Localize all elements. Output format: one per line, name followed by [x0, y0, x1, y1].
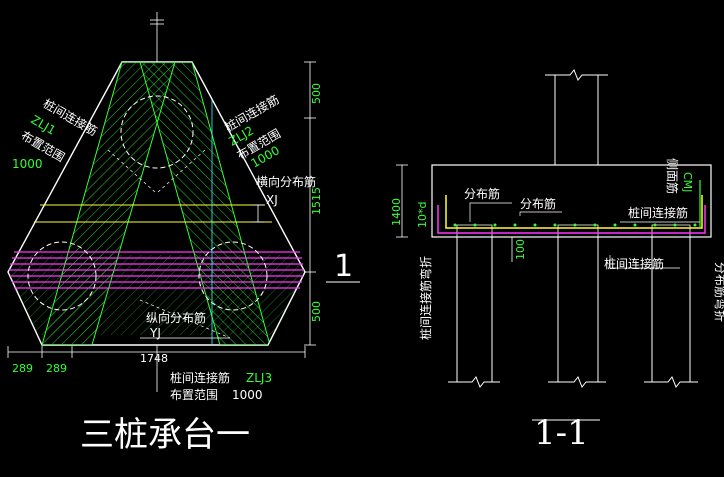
zlj1-len: 1000: [12, 157, 43, 171]
center-lines: [150, 12, 164, 392]
section-piles: [448, 237, 698, 388]
section-mark: 1: [334, 249, 353, 284]
dim-left-b: 289: [46, 362, 67, 375]
sec-dist2: 分布筋: [520, 196, 556, 211]
yj-code: YJ: [149, 326, 161, 340]
sec-height: 1400: [390, 198, 403, 226]
section-cap: [431, 164, 712, 238]
xj-dimension: [252, 204, 264, 223]
xj-code: XJ: [266, 193, 278, 207]
section-height-dim: [396, 164, 513, 262]
zlj3-name: 桩间连接筋: [170, 370, 230, 385]
section-view: [396, 69, 712, 421]
pile-right: [198, 241, 268, 311]
yellow-rebar: [445, 195, 703, 229]
sec-link: 桩间连接筋: [628, 205, 688, 220]
plan-title: 三桩承台一: [80, 415, 250, 455]
magenta-rebar: [437, 205, 706, 234]
sec-dist1: 分布筋: [464, 186, 500, 201]
column: [545, 69, 608, 165]
rebar-dots: [453, 223, 697, 227]
pile-top: [120, 95, 194, 169]
pile-embed: [456, 224, 691, 237]
zlj3-band: [8, 255, 305, 335]
section-title: 1-1: [534, 413, 589, 453]
transverse-bars: [34, 204, 272, 223]
sec-side: 侧面筋: [665, 158, 680, 194]
sec-cover: 100: [514, 239, 527, 260]
dim-v-bot: 500: [310, 301, 323, 322]
sec-bend: 桩间连接筋弯折: [418, 256, 433, 340]
section-labels: 分布筋 分布筋 桩间连接筋 侧面筋 CMJ 桩间连接筋 桩间连接筋弯折 分布筋弯…: [390, 158, 724, 453]
xj-name: 横向分布筋: [256, 174, 316, 189]
pile-cap-plan: [7, 12, 360, 392]
zlj3-len: 1000: [232, 388, 263, 402]
leader-lines: [107, 149, 231, 339]
bottom-dimension: [7, 346, 306, 358]
right-dimension: [304, 61, 316, 346]
sec-link-bottom: 桩间连接筋: [604, 256, 664, 271]
sec-ten-d: 10*d: [416, 202, 429, 228]
dim-width: 1748: [140, 352, 168, 365]
pile-left: [27, 241, 97, 311]
dim-v-top: 500: [310, 83, 323, 104]
sec-side-code: CMJ: [681, 172, 694, 192]
sec-bend-right: 分布筋弯折: [713, 262, 724, 322]
rebar-bands: [8, 62, 305, 345]
section-leaders: [469, 202, 700, 269]
zlj3-code: ZLJ3: [246, 371, 272, 385]
dim-left-a: 289: [12, 362, 33, 375]
distribution-bars: [9, 251, 304, 289]
zlj3-scope: 布置范围: [170, 388, 218, 402]
yj-name: 纵向分布筋: [146, 310, 206, 325]
dim-v-mid: 1515: [310, 187, 323, 215]
